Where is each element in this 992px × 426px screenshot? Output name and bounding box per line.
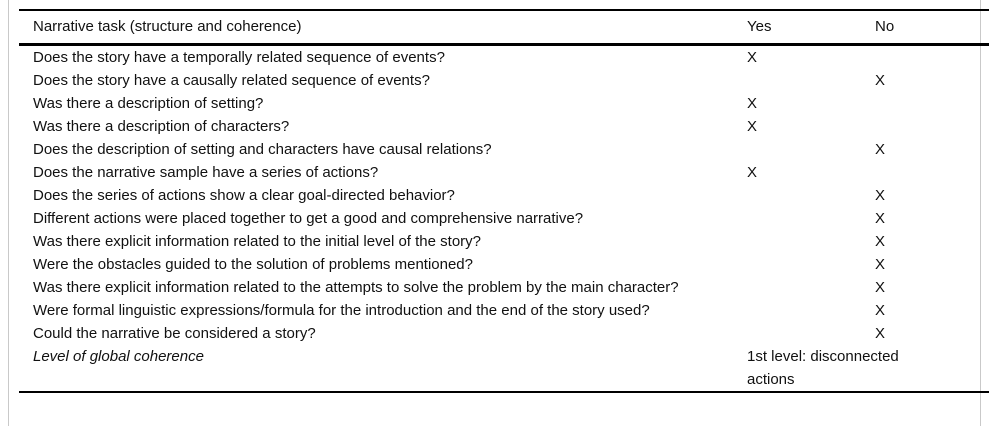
table-row: Level of global coherence 1st level: disc… xyxy=(19,345,989,392)
table-row: Was there a description of setting? X xyxy=(19,92,989,115)
yes-cell xyxy=(733,207,861,230)
header-yes: Yes xyxy=(733,10,861,46)
task-cell: Could the narrative be considered a stor… xyxy=(33,324,316,342)
task-cell: Was there a description of characters? xyxy=(33,117,290,135)
table-row: Were the obstacles guided to the solutio… xyxy=(19,253,989,276)
task-cell: Does the series of actions show a clear … xyxy=(33,186,455,204)
yes-value: X xyxy=(747,163,758,181)
no-cell: X xyxy=(875,255,886,273)
no-cell xyxy=(861,92,989,115)
task-cell: Was there explicit information related t… xyxy=(33,278,679,296)
yes-cell: X xyxy=(733,115,861,138)
yes-cell xyxy=(733,299,861,322)
header-row: Narrative task (structure and coherence)… xyxy=(19,10,989,46)
table-row: Does the series of actions show a clear … xyxy=(19,184,989,207)
yes-cell: X xyxy=(733,161,861,184)
yes-value: X xyxy=(747,48,758,66)
yes-cell xyxy=(733,253,861,276)
yes-value: 1st level: disconnected actions xyxy=(747,347,899,388)
yes-cell xyxy=(733,138,861,161)
no-cell: X xyxy=(875,140,886,158)
narrative-coherence-table: Narrative task (structure and coherence)… xyxy=(19,9,989,393)
task-cell: Does the description of setting and char… xyxy=(33,140,492,158)
table-row: Could the narrative be considered a stor… xyxy=(19,322,989,345)
yes-cell xyxy=(733,184,861,207)
yes-value: X xyxy=(747,117,758,135)
no-cell: X xyxy=(875,278,886,296)
task-cell: Level of global coherence xyxy=(33,347,204,365)
task-cell: Was there a description of setting? xyxy=(33,94,264,112)
task-cell: Does the narrative sample have a series … xyxy=(33,163,379,181)
yes-cell xyxy=(733,322,861,345)
table-header: Narrative task (structure and coherence)… xyxy=(19,10,989,46)
no-cell: X xyxy=(875,71,886,89)
table-row: Does the description of setting and char… xyxy=(19,138,989,161)
yes-cell xyxy=(733,276,861,299)
header-task: Narrative task (structure and coherence) xyxy=(19,10,733,46)
no-cell: X xyxy=(875,186,886,204)
header-no: No xyxy=(861,10,989,46)
no-cell: X xyxy=(875,209,886,227)
table-row: Does the story have a temporally related… xyxy=(19,44,989,69)
task-cell: Were formal linguistic expressions/formu… xyxy=(33,301,650,319)
table-row: Was there explicit information related t… xyxy=(19,276,989,299)
no-cell xyxy=(861,44,989,69)
no-cell: X xyxy=(875,301,886,319)
task-cell: Does the story have a temporally related… xyxy=(33,48,445,66)
figure-frame: Narrative task (structure and coherence)… xyxy=(8,0,989,426)
table-row: Different actions were placed together t… xyxy=(19,207,989,230)
yes-cell xyxy=(733,69,861,92)
table-row: Was there a description of characters? X xyxy=(19,115,989,138)
table-row: Were formal linguistic expressions/formu… xyxy=(19,299,989,322)
yes-cell: 1st level: disconnected actions xyxy=(733,345,899,392)
no-cell xyxy=(861,115,989,138)
table-row: Does the narrative sample have a series … xyxy=(19,161,989,184)
no-cell: X xyxy=(875,232,886,250)
yes-cell: X xyxy=(733,92,861,115)
table-row: Does the story have a causally related s… xyxy=(19,69,989,92)
task-cell: Was there explicit information related t… xyxy=(33,232,481,250)
task-cell: Were the obstacles guided to the solutio… xyxy=(33,255,473,273)
yes-cell: X xyxy=(733,44,861,69)
task-cell: Different actions were placed together t… xyxy=(33,209,584,227)
table-body: Does the story have a temporally related… xyxy=(19,44,989,392)
yes-cell xyxy=(733,230,861,253)
no-cell xyxy=(861,161,989,184)
task-cell: Does the story have a causally related s… xyxy=(33,71,430,89)
yes-value: X xyxy=(747,94,758,112)
table-row: Was there explicit information related t… xyxy=(19,230,989,253)
no-cell: X xyxy=(875,324,886,342)
